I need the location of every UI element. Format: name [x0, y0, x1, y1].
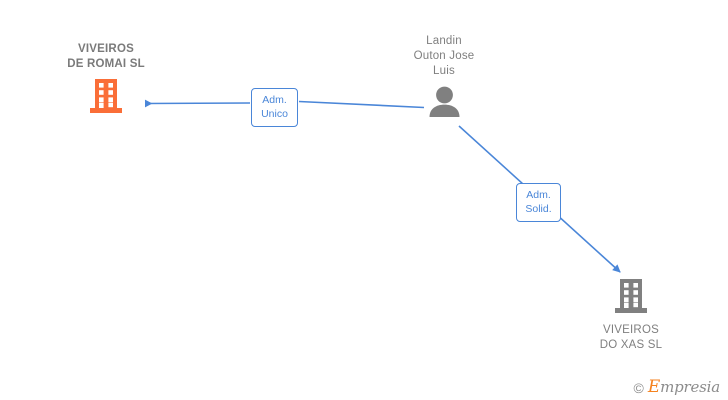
copyright-icon: © [633, 379, 644, 396]
watermark-empresia: © Empresia [633, 377, 721, 397]
node-person-landin-outon-jose-luis[interactable]: Landin Outon Jose Luis [364, 34, 524, 122]
node-label-viveiros-do-xas: VIVEIROS DO XAS SL [599, 324, 663, 351]
building-icon [614, 278, 648, 319]
edge-label-adm-unico[interactable]: Adm. Unico [251, 88, 298, 127]
edge-label-adm-solid[interactable]: Adm. Solid. [516, 183, 561, 222]
node-company-viveiros-de-romai[interactable]: VIVEIROS DE ROMAI SL [26, 42, 186, 119]
node-label-landin-outon-jose-luis: Landin Outon Jose Luis [413, 35, 475, 77]
node-company-viveiros-do-xas[interactable]: VIVEIROS DO XAS SL [551, 278, 711, 353]
node-label-viveiros-de-romai: VIVEIROS DE ROMAI SL [67, 43, 145, 70]
person-icon [428, 86, 461, 122]
watermark-brand-rest: mpresia [660, 378, 720, 396]
watermark-brand-initial: E [647, 377, 661, 397]
watermark-brand: Empresia [647, 377, 720, 397]
building-icon [89, 78, 123, 119]
